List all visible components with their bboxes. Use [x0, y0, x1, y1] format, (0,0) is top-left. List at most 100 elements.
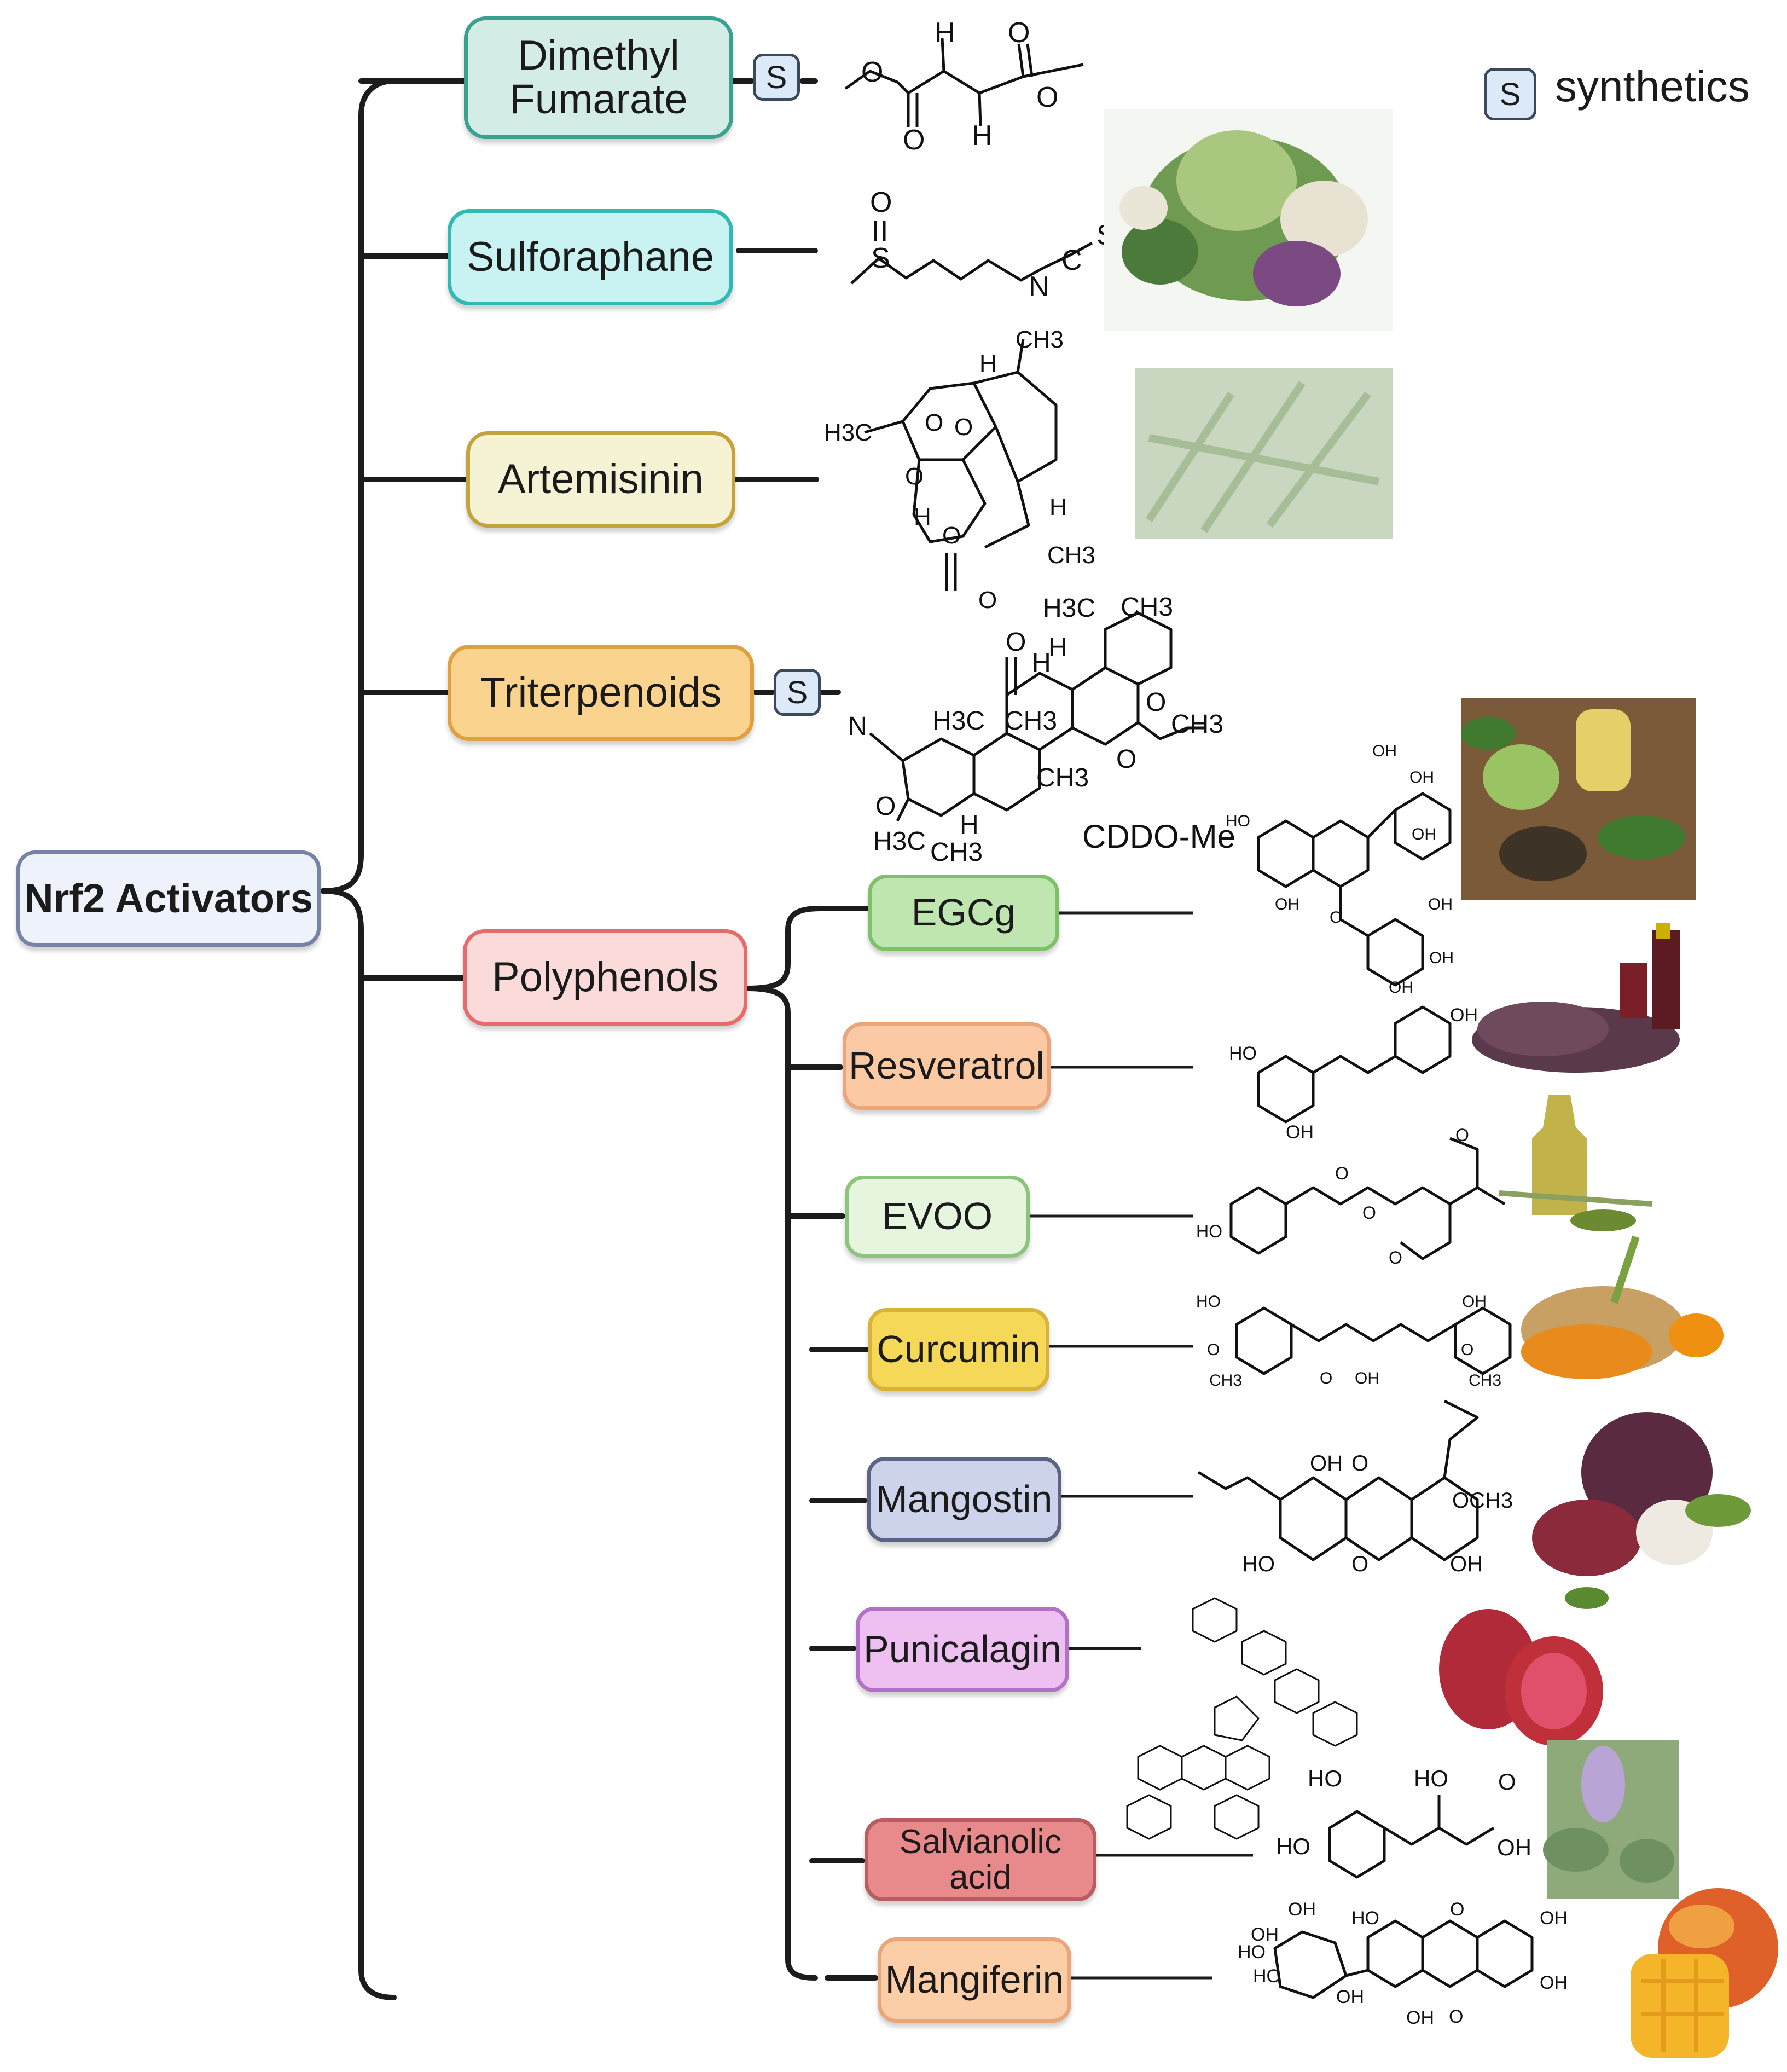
cddo-atom-label: O [875, 792, 896, 821]
node-label: Curcumin [877, 1328, 1041, 1371]
badge-letter: S [1499, 76, 1521, 112]
artemisinin-atom-label: O [925, 409, 944, 436]
evoo-atom-label: O [1389, 1248, 1402, 1267]
egcg-atom-label: OH [1372, 742, 1397, 760]
node-curcumin: Curcumin [868, 1308, 1049, 1391]
dmf-atom-label: O [1036, 82, 1059, 113]
artemisinin-atom-label: O [954, 414, 973, 441]
cddo-atom-label: H3C [873, 827, 926, 856]
cddo-atom-label: H [1032, 649, 1051, 678]
mangiferin-structure [1273, 1919, 1534, 1999]
mangostin-atom-label: HO [1242, 1552, 1275, 1576]
node-label: Sulforaphane [466, 234, 715, 281]
node-label: Artemisinin [498, 456, 704, 503]
egcg-structure [1257, 792, 1452, 987]
cddo-atom-label: H3C [932, 707, 985, 736]
synthetic-badge-triterpenoids: S [774, 669, 821, 716]
salvianolic-structure [1328, 1795, 1495, 1879]
mangiferin-atom-label: OH [1540, 1972, 1568, 1993]
mangiferin-atom-label: O [1450, 1899, 1465, 1920]
mangiferin-atom-label: OH [1540, 1908, 1568, 1929]
node-label: Resveratrol [849, 1044, 1045, 1087]
mango-photo [1631, 1888, 1778, 2058]
node-mangiferin: Mangiferin [878, 1937, 1071, 2023]
turmeric-photo [1521, 1235, 1724, 1379]
artemisinin-atom-label: O [905, 463, 924, 490]
sulforaphane-structure [850, 221, 1093, 285]
cddo-atom-label: CH3 [930, 838, 983, 867]
mangiferin-atom-label: OH [1336, 1987, 1364, 2007]
cddo-atom-label: H [960, 811, 979, 840]
dmf-atom-label: H [935, 17, 955, 49]
mangiferin-atom-label: OH [1406, 2007, 1434, 2028]
cddo-atom-label: CH3 [1005, 707, 1058, 736]
curcumin-atom-label: OH [1355, 1369, 1379, 1387]
olive-oil-photo [1499, 1095, 1653, 1231]
node-triterpenoids: Triterpenoids [448, 645, 754, 741]
mangosteen-photo [1532, 1412, 1751, 1576]
node-label-line1: Dimethyl [518, 32, 680, 79]
badge-letter: S [786, 674, 808, 710]
evoo-atom-label: HO [1196, 1222, 1222, 1241]
egcg-atom-label: OH [1389, 979, 1413, 997]
mangostin-atom-label: OH [1450, 1552, 1483, 1576]
cddo-atom-label: CH3 [1121, 593, 1174, 622]
egcg-atom-label: HO [1226, 812, 1250, 830]
mangiferin-atom-label: HO [1238, 1942, 1266, 1963]
cddo-atom-label: H3C [1043, 594, 1096, 623]
sulforaphane-atom-label: O [870, 187, 892, 218]
evoo-structure [1229, 1137, 1506, 1260]
evoo-atom-label: O [1455, 1125, 1469, 1145]
mangiferin-atom-label: O [1449, 2006, 1464, 2027]
node-artemisinin: Artemisinin [466, 431, 735, 528]
salvianolic-atom-label: HO [1414, 1766, 1448, 1791]
dmf-atom-label: H [972, 120, 993, 152]
evoo-atom-label: O [1362, 1203, 1376, 1223]
cddo-atom-label: N [848, 712, 867, 741]
cddo-atom-label: CH3 [1036, 763, 1089, 792]
cddo-atom-label: O [1146, 688, 1167, 717]
resveratrol-atom-label: OH [1450, 1005, 1478, 1026]
badge-letter: S [765, 59, 787, 95]
node-mangostin: Mangostin [867, 1457, 1061, 1542]
artemisinin-atom-label: CH3 [1047, 542, 1096, 569]
resveratrol-structure [1257, 1005, 1452, 1124]
cddo-structure [869, 611, 1204, 822]
synthetic-badge-dmf: S [753, 54, 800, 101]
evoo-atom-label: O [1335, 1164, 1349, 1183]
curcumin-atom-label: HO [1196, 1293, 1221, 1311]
mangiferin-atom-label: OH [1251, 1924, 1279, 1945]
curcumin-atom-label: CH3 [1209, 1371, 1243, 1390]
mangiferin-atom-label: HO [1253, 1966, 1281, 1987]
artemisinin-atom-label: H [914, 503, 931, 530]
node-egcg: EGCg [868, 875, 1059, 951]
egcg-atom-label: OH [1429, 949, 1454, 967]
node-label: Punicalagin [863, 1628, 1061, 1671]
node-label: EVOO [881, 1195, 993, 1238]
egcg-atom-label: OH [1428, 895, 1453, 913]
sulforaphane-atom-label: C [1061, 245, 1082, 276]
vegetables-photo [1104, 109, 1393, 331]
node-polyphenols: Polyphenols [463, 929, 747, 1026]
node-punicalagin: Punicalagin [856, 1607, 1069, 1692]
mangostin-atom-label: O [1351, 1451, 1369, 1475]
mangiferin-atom-label: OH [1288, 1899, 1316, 1920]
artemisia-photo [1135, 368, 1393, 539]
artemisinin-atom-label: H3C [824, 419, 873, 446]
curcumin-atom-label: O [1461, 1341, 1474, 1359]
node-label: Salvianolic acid [899, 1822, 1062, 1896]
curcumin-structure [1235, 1306, 1512, 1375]
root-label: Nrf2 Activators [24, 876, 313, 922]
node-label: EGCg [911, 891, 1016, 934]
salvia-photo [1543, 1740, 1679, 1899]
egcg-atom-label: OH [1412, 825, 1436, 843]
node-salvianolic-acid: Salvianolic acid [865, 1818, 1096, 1901]
salvianolic-atom-label: HO [1276, 1833, 1310, 1859]
mangostin-structure [1197, 1399, 1479, 1561]
cddo-atom-label: O [1006, 628, 1026, 657]
artemisinin-atom-label: H [1049, 494, 1067, 520]
cddo-atom-label: CH3 [1171, 710, 1224, 739]
curcumin-atom-label: CH3 [1469, 1371, 1502, 1390]
